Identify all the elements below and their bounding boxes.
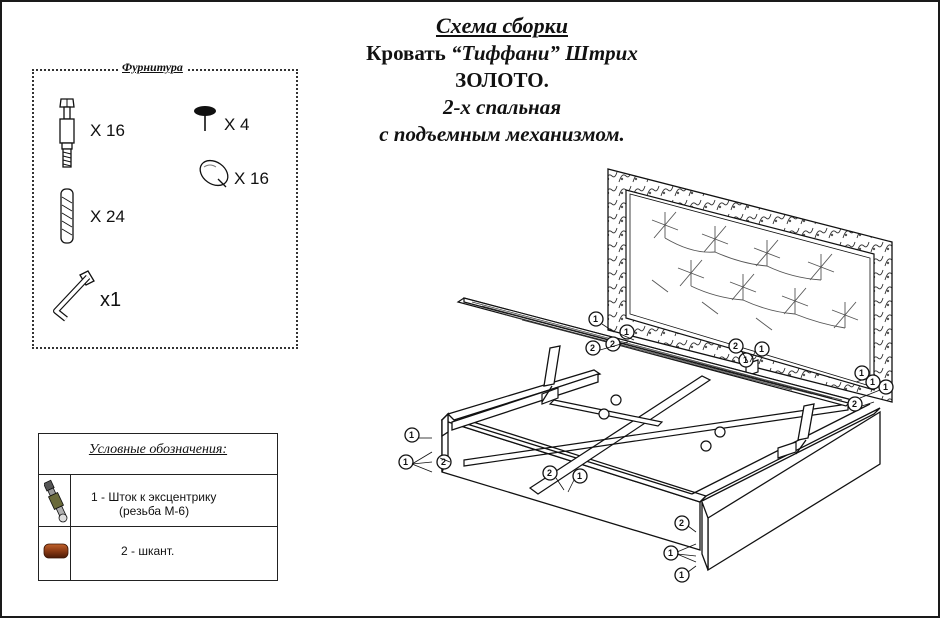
callout-label: 1	[883, 382, 888, 392]
callout-marker: 1	[754, 341, 770, 357]
callout-marker: 2	[728, 338, 744, 354]
callout-group: 1 1 2 1 2 1 1 2 2 1 1 2 2 1 1 1 2 1 1	[398, 311, 894, 583]
callout-marker: 2	[674, 515, 690, 531]
callout-marker: 2	[847, 396, 863, 412]
callout-label: 1	[577, 471, 582, 481]
legend-title: Условные обозначения:	[88, 442, 228, 457]
headboard	[607, 168, 893, 403]
glide-nail-qty: X 4	[224, 115, 250, 134]
product-name-italic: “Тиффани” Штрих	[451, 41, 638, 65]
legend-box: Условные обозначения: 1 - Шток к эксцент…	[38, 433, 278, 581]
callout-label: 2	[547, 468, 552, 478]
callout-label: 1	[403, 457, 408, 467]
callout-marker: 1	[398, 454, 414, 470]
callout-marker: 2	[436, 454, 452, 470]
callout-marker: 1	[865, 374, 881, 390]
callout-label: 1	[668, 548, 673, 558]
dowel-icon	[60, 188, 74, 244]
callout-marker: 2	[585, 340, 601, 356]
callout-marker: 1	[738, 352, 754, 368]
callout-label: 2	[733, 341, 738, 351]
callout-label: 1	[859, 368, 864, 378]
callout-marker: 2	[605, 336, 621, 352]
legend-item-1-line1: 1 - Шток к эксцентрику	[91, 490, 217, 504]
legend-divider	[39, 474, 277, 475]
callout-label: 1	[624, 327, 629, 337]
hardware-box: Фурнитура X 16	[32, 60, 298, 349]
callout-label: 1	[593, 314, 598, 324]
legend-item-2-text: 2 - шкант.	[121, 544, 175, 558]
product-name-prefix: Кровать	[366, 41, 452, 65]
eccentric-cap-qty: X 16	[234, 169, 269, 188]
hardware-title: Фурнитура	[118, 60, 187, 75]
eccentric-rod-icon	[44, 479, 68, 523]
callout-marker: 2	[542, 465, 558, 481]
callout-label: 1	[679, 570, 684, 580]
legend-column-divider	[70, 474, 71, 580]
legend-item-1-line2: (резьба М-6)	[119, 504, 190, 518]
title-block: Схема сборки Кровать “Тиффани” Штрих ЗОЛ…	[302, 12, 702, 148]
callout-label: 2	[590, 343, 595, 353]
legend-divider	[39, 526, 277, 527]
callout-label: 2	[610, 339, 615, 349]
callout-label: 2	[441, 457, 446, 467]
callout-label: 1	[759, 344, 764, 354]
callout-label: 2	[852, 399, 857, 409]
gas-lift	[541, 345, 815, 455]
eccentric-rod-qty: X 16	[90, 121, 125, 140]
hex-key-icon	[53, 270, 95, 322]
dowel-icon	[43, 543, 69, 559]
callout-marker: 1	[878, 379, 894, 395]
bed-frame	[440, 369, 881, 572]
callout-label: 2	[679, 518, 684, 528]
callout-marker: 1	[663, 545, 679, 561]
product-size: 2-х спальная	[442, 95, 562, 119]
glide-nail-icon	[194, 106, 216, 131]
dowel-qty: X 24	[90, 207, 125, 226]
callout-label: 1	[409, 430, 414, 440]
base-frame	[463, 359, 849, 495]
callout-marker: 1	[588, 311, 604, 327]
callout-label: 1	[870, 377, 875, 387]
product-name: Кровать “Тиффани” Штрих	[302, 40, 702, 67]
document-title: Схема сборки	[435, 13, 568, 38]
eccentric-rod-icon	[59, 98, 75, 168]
lift-panel	[456, 297, 854, 407]
eccentric-cap-icon	[199, 159, 229, 188]
product-mechanism: с подъемным механизмом.	[379, 122, 625, 146]
callout-label: 1	[743, 355, 748, 365]
callout-marker: 1	[674, 567, 690, 583]
product-finish: ЗОЛОТО.	[455, 68, 549, 92]
callout-marker: 1	[404, 427, 420, 443]
leader-lines	[411, 323, 881, 573]
hex-key-qty: x1	[100, 289, 122, 311]
callout-marker: 1	[572, 468, 588, 484]
